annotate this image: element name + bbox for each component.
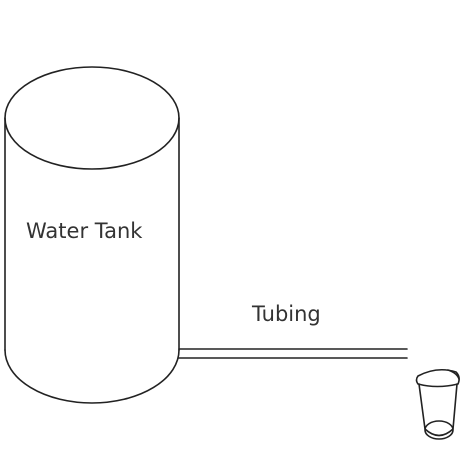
- tubing-label: Tubing: [251, 302, 321, 326]
- beaker-icon: [415, 368, 460, 440]
- tubing: [178, 348, 408, 359]
- beaker-rim: [415, 368, 460, 388]
- beaker-bottom: [424, 420, 454, 440]
- tank-bottom-arc: [4, 349, 180, 404]
- tank-top-ellipse: [4, 66, 180, 170]
- water-tank: [4, 66, 180, 404]
- beaker-lip: [447, 369, 460, 380]
- tank-label: Water Tank: [26, 219, 143, 243]
